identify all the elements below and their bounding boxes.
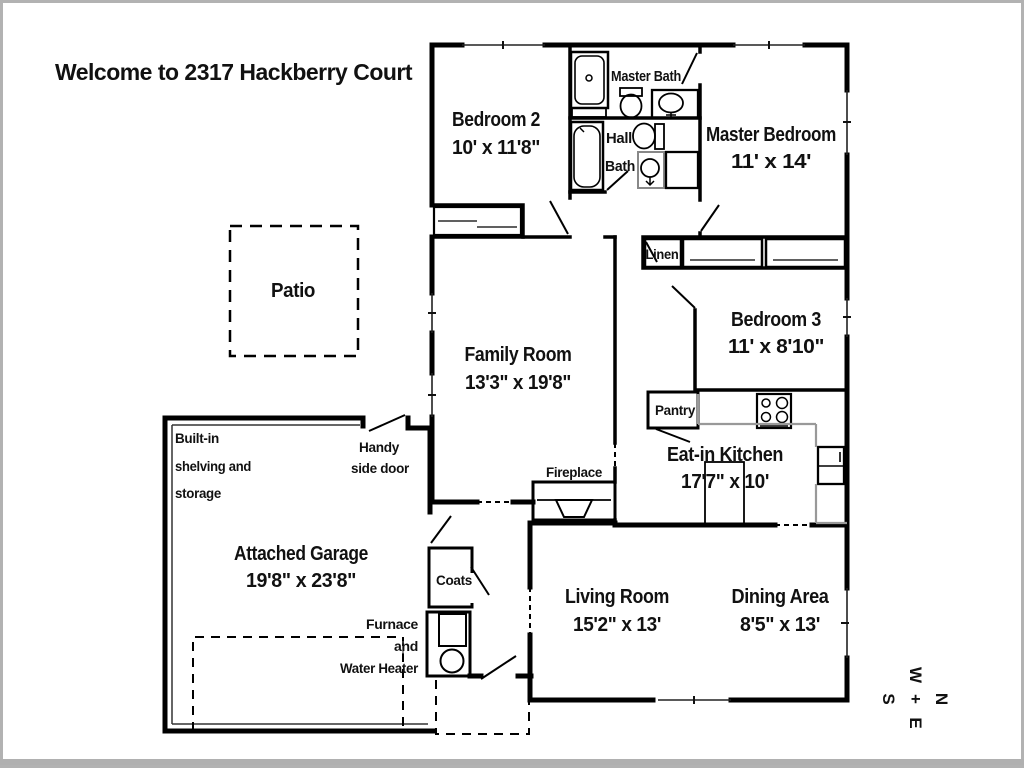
- room-label-kitchen: Eat-in Kitchen: [667, 444, 783, 466]
- garage-inner-wall-line: [171, 424, 428, 725]
- kitchen-island: [704, 461, 745, 525]
- stove-fixture: [755, 392, 793, 430]
- kitchen-counter: [696, 394, 847, 525]
- room-label-master-bedroom: Master Bedroom: [706, 124, 836, 146]
- room-dims-dining-area: 8'5" x 13': [740, 614, 820, 636]
- fireplace-label: Fireplace: [546, 465, 603, 480]
- compass-rose: N W + E S: [879, 667, 951, 729]
- room-dims-garage: 19'8" x 23'8": [246, 570, 356, 592]
- room-label-hall-bath-line1: Hall: [606, 130, 632, 147]
- water-heater-fixture: [439, 648, 465, 674]
- room-dims-master-bedroom: 11' x 14': [731, 151, 811, 173]
- closet-master-1: [681, 237, 764, 269]
- room-dims-kitchen: 17'7" x 10': [681, 471, 769, 493]
- window-ticks: [428, 41, 851, 704]
- furnace-label-line1: Furnace: [366, 617, 419, 632]
- toilet-fixture-master: [619, 87, 643, 119]
- compass-south: S: [879, 693, 898, 704]
- room-label-living-room: Living Room: [565, 586, 669, 608]
- compass-center: +: [906, 694, 925, 704]
- room-dims-bedroom2: 10' x 11'8": [452, 137, 540, 159]
- closet-label-coats: Coats: [436, 573, 472, 588]
- bath-cabinet: [664, 150, 700, 190]
- compass-west: W: [906, 667, 925, 684]
- room-label-patio: Patio: [271, 280, 315, 302]
- closet-label-linen: Linen: [646, 247, 679, 262]
- closet-master-2: [764, 237, 847, 269]
- toilet-fixture-hall: [632, 122, 665, 150]
- side-door-label-line2: side door: [351, 461, 410, 476]
- furnace-label-line3: Water Heater: [340, 661, 419, 676]
- furnace-label-line2: and: [394, 639, 418, 654]
- built-in-label-line1: Built-in: [175, 431, 219, 446]
- room-label-family-room: Family Room: [465, 344, 572, 366]
- page-border-bottom: [0, 759, 1024, 765]
- linen-closet: [643, 237, 683, 269]
- sink-fixture-master: [650, 88, 700, 120]
- side-door-label-line1: Handy: [359, 440, 400, 455]
- room-label-hall-bath-line2: Bath: [605, 158, 635, 175]
- closet-label-pantry: Pantry: [655, 403, 696, 418]
- shower-fixture: [569, 50, 610, 110]
- built-in-label-line3: storage: [175, 486, 222, 501]
- garage-door-outline: [192, 636, 404, 731]
- bath-shelf: [571, 107, 607, 118]
- fridge-fixture: [816, 445, 846, 486]
- room-label-garage: Attached Garage: [234, 543, 368, 565]
- compass-north: N: [932, 693, 951, 705]
- door-leaves: [368, 52, 720, 680]
- built-in-label-line2: shelving and: [175, 459, 251, 474]
- fixtures: [438, 50, 846, 674]
- patio-outline: [228, 224, 360, 358]
- room-dims-family-room: 13'3" x 19'8": [465, 372, 571, 394]
- bathtub-fixture: [569, 120, 605, 192]
- room-label-dining-area: Dining Area: [732, 586, 830, 608]
- room-label-bedroom2: Bedroom 2: [452, 109, 540, 131]
- closet-bedroom2: [432, 205, 523, 237]
- closet-bedroom2-door-tracks: [438, 220, 517, 228]
- page-title: Welcome to 2317 Hackberry Court: [55, 59, 413, 85]
- room-label-bedroom3: Bedroom 3: [731, 309, 821, 331]
- front-porch-outline: [435, 680, 530, 735]
- room-dims-living-room: 15'2" x 13': [573, 614, 661, 636]
- fireplace-fixture: [531, 480, 617, 522]
- room-label-master-bath: Master Bath: [611, 68, 681, 85]
- cased-openings: [477, 443, 812, 635]
- furnace-closet: [425, 610, 472, 678]
- sink-fixture-hall: [637, 151, 665, 189]
- compass-east: E: [906, 717, 925, 728]
- coats-closet: [427, 546, 474, 609]
- furnace-fixture: [438, 613, 467, 647]
- closets: [425, 205, 847, 678]
- room-dims-bedroom3: 11' x 8'10": [728, 336, 824, 358]
- exterior-walls: [162, 42, 850, 734]
